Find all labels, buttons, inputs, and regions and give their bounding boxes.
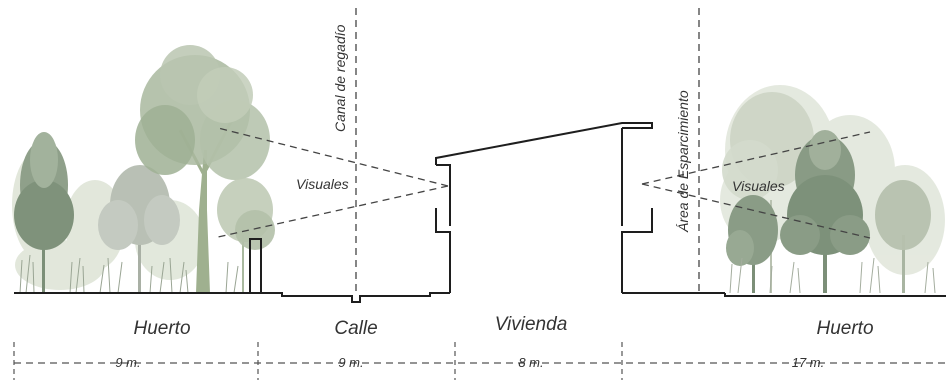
- reference-axes: [355, 8, 700, 293]
- zone-width-huerto-left: 9 m.: [115, 355, 140, 370]
- left-grey-tree: [98, 165, 180, 293]
- left-visual-line-upper: [217, 127, 449, 187]
- esparcimiento-label: Área de Esparcimiento: [675, 90, 691, 233]
- house-right-wall: [621, 128, 653, 293]
- house-left-wall: [435, 164, 451, 293]
- right-grasses: [729, 257, 936, 294]
- house-roof: [435, 122, 653, 165]
- right-pale-tree: [722, 92, 814, 293]
- right-orchard-vegetation: [720, 85, 945, 294]
- canal-label: Canal de regadío: [332, 24, 348, 132]
- zone-width-vivienda: 8 m.: [518, 355, 543, 370]
- section-structure: [14, 122, 946, 303]
- left-small-tree: [217, 178, 275, 293]
- left-tall-tree: [135, 45, 270, 293]
- left-grasses: [19, 254, 239, 294]
- sight-lines: [217, 127, 871, 239]
- zone-width-calle: 9 m.: [338, 355, 363, 370]
- left-orchard-vegetation: [12, 45, 275, 294]
- zone-name-huerto-left: Huerto: [133, 318, 190, 339]
- zone-width-huerto-right: 17 m.: [792, 355, 825, 370]
- measurement-line: [13, 342, 946, 380]
- zone-name-vivienda: Vivienda: [495, 314, 568, 335]
- zone-name-huerto-right: Huerto: [816, 318, 873, 339]
- right-visual-line-lower: [641, 183, 871, 239]
- street-profile: [261, 292, 450, 303]
- zone-name-calle: Calle: [334, 318, 377, 339]
- right-main-tree: [780, 130, 870, 293]
- right-far-tree: [875, 180, 931, 293]
- right-small-tree: [726, 195, 778, 293]
- left-conifer-tree: [14, 132, 74, 293]
- visuales-right-label: Visuales: [732, 178, 785, 194]
- left-fence: [249, 238, 262, 294]
- left-visual-line-lower: [217, 185, 449, 238]
- right-ground-step: [724, 293, 946, 297]
- visuales-left-label: Visuales: [296, 176, 349, 192]
- right-visual-line-upper: [641, 131, 871, 185]
